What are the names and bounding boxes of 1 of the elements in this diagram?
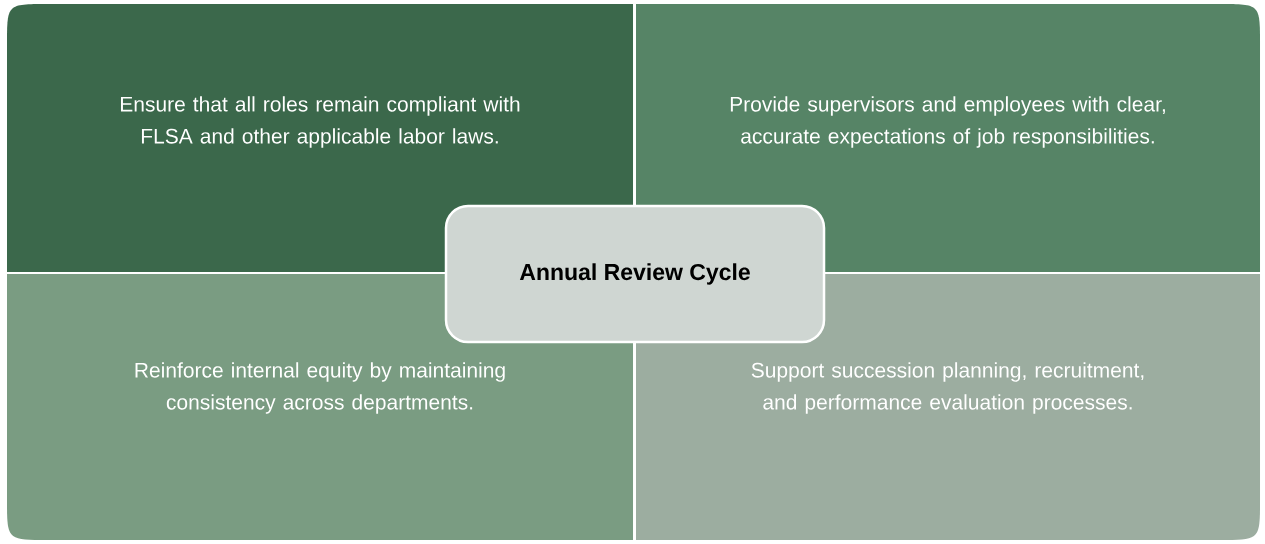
center-box: Annual Review Cycle bbox=[444, 204, 826, 344]
